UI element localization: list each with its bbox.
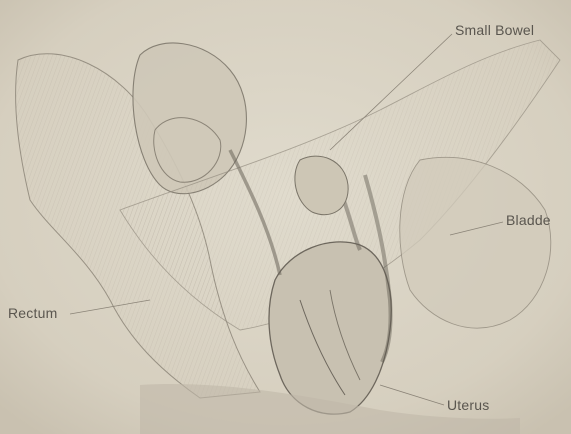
label-uterus: Uterus (447, 397, 489, 413)
label-rectum: Rectum (8, 305, 57, 321)
label-bladder: Bladde (506, 212, 551, 228)
label-small-bowel: Small Bowel (455, 22, 534, 38)
